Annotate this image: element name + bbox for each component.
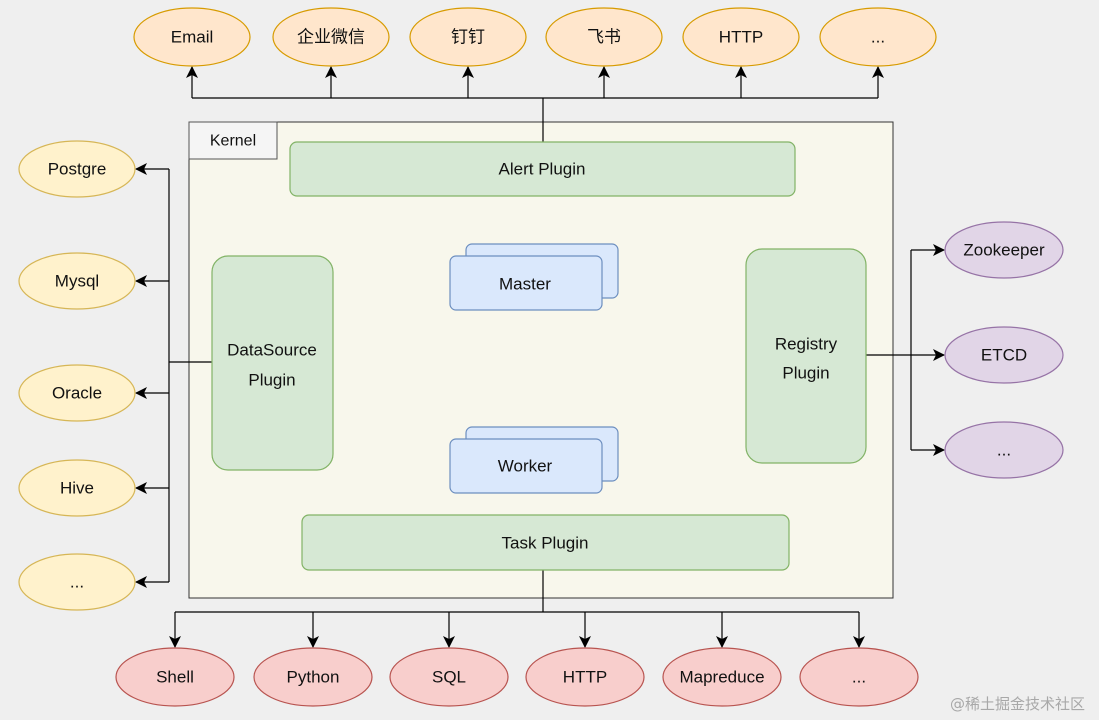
registry-list: ZookeeperETCD... xyxy=(944,221,1064,479)
datasource-plugin-label-line2: Plugin xyxy=(248,371,295,390)
worker-label: Worker xyxy=(498,457,553,476)
watermark: @稀土掘金技术社区 xyxy=(949,695,1085,713)
task-5: ... xyxy=(799,647,919,707)
registry-0-label: Zookeeper xyxy=(963,241,1045,260)
datasource-3: Hive xyxy=(18,459,136,517)
master-box xyxy=(449,255,603,311)
datasource-2-label: Oracle xyxy=(52,384,102,403)
alert-plugin-box xyxy=(289,141,796,197)
datasource-2: Oracle xyxy=(18,364,136,422)
alert-target-5: ... xyxy=(819,7,937,67)
datasource-1: Mysql xyxy=(18,252,136,310)
task-1: Python xyxy=(253,647,373,707)
datasource-0-shape xyxy=(18,140,136,198)
alert-targets: Email 企业微信 钉钉 飞书 HTTP... xyxy=(133,7,937,67)
task-plugin-box xyxy=(301,514,790,571)
alert-target-2-label: 钉钉 xyxy=(451,28,485,47)
task-2-label: SQL xyxy=(432,668,466,687)
alert-target-3: 飞书 xyxy=(545,7,663,67)
alert-target-4-label: HTTP xyxy=(719,28,763,47)
alert-target-1-shape xyxy=(272,7,390,67)
task-4-label: Mapreduce xyxy=(679,668,764,687)
master-label: Master xyxy=(499,275,551,294)
alert-target-5-label: ... xyxy=(871,28,885,47)
task-2: SQL xyxy=(389,647,509,707)
task-3-shape xyxy=(525,647,645,707)
registry-plugin-label-line1: Registry xyxy=(775,335,838,354)
registry-1-label: ETCD xyxy=(981,346,1027,365)
task-1-shape xyxy=(253,647,373,707)
task-3: HTTP xyxy=(525,647,645,707)
worker-box xyxy=(449,438,603,494)
datasource-3-label: Hive xyxy=(60,479,94,498)
task-4-shape xyxy=(662,647,782,707)
registry-1: ETCD xyxy=(944,326,1064,384)
datasource-1-label: Mysql xyxy=(55,272,99,291)
kernel-tab xyxy=(188,121,278,160)
datasource-2-shape xyxy=(18,364,136,422)
task-3-label: HTTP xyxy=(563,668,607,687)
alert-target-0-label: Email xyxy=(171,28,214,47)
alert-target-4-shape xyxy=(682,7,800,67)
datasource-4-shape xyxy=(18,553,136,611)
kernel-label: Kernel xyxy=(210,133,256,150)
alert-target-3-label: 飞书 xyxy=(587,28,621,47)
alert-target-1-label: 企业微信 xyxy=(297,28,365,47)
datasource-plugin-box xyxy=(211,255,334,471)
alert-target-1: 企业微信 xyxy=(272,7,390,67)
task-0-shape xyxy=(115,647,235,707)
registry-1-shape xyxy=(944,326,1064,384)
task-5-shape xyxy=(799,647,919,707)
alert-target-4: HTTP xyxy=(682,7,800,67)
datasource-0: Postgre xyxy=(18,140,136,198)
registry-0: Zookeeper xyxy=(944,221,1064,279)
alert-plugin-label: Alert Plugin xyxy=(499,160,586,179)
task-list: Shell Python SQL HTTP Mapreduce... xyxy=(115,647,919,707)
datasource-0-label: Postgre xyxy=(48,160,107,179)
task-0-label: Shell xyxy=(156,668,194,687)
arrow-group xyxy=(135,66,945,648)
task-4: Mapreduce xyxy=(662,647,782,707)
task-0: Shell xyxy=(115,647,235,707)
task-1-label: Python xyxy=(287,668,340,687)
datasource-4-label: ... xyxy=(70,573,84,592)
datasource-3-shape xyxy=(18,459,136,517)
registry-2: ... xyxy=(944,421,1064,479)
connector-lines xyxy=(168,97,912,613)
alert-target-0-shape xyxy=(133,7,251,67)
datasource-4: ... xyxy=(18,553,136,611)
alert-target-2: 钉钉 xyxy=(409,7,527,67)
registry-plugin-box xyxy=(745,248,867,464)
registry-0-shape xyxy=(944,221,1064,279)
task-plugin-label: Task Plugin xyxy=(502,534,589,553)
alert-target-3-shape xyxy=(545,7,663,67)
task-2-shape xyxy=(389,647,509,707)
datasource-list: PostgreMysqlOracleHive... xyxy=(18,140,136,611)
registry-2-label: ... xyxy=(997,441,1011,460)
datasource-plugin-label-line1: DataSource xyxy=(227,341,317,360)
task-5-label: ... xyxy=(852,668,866,687)
alert-target-5-shape xyxy=(819,7,937,67)
alert-target-0: Email xyxy=(133,7,251,67)
alert-target-2-shape xyxy=(409,7,527,67)
datasource-1-shape xyxy=(18,252,136,310)
registry-2-shape xyxy=(944,421,1064,479)
registry-plugin-label-line2: Plugin xyxy=(782,364,829,383)
